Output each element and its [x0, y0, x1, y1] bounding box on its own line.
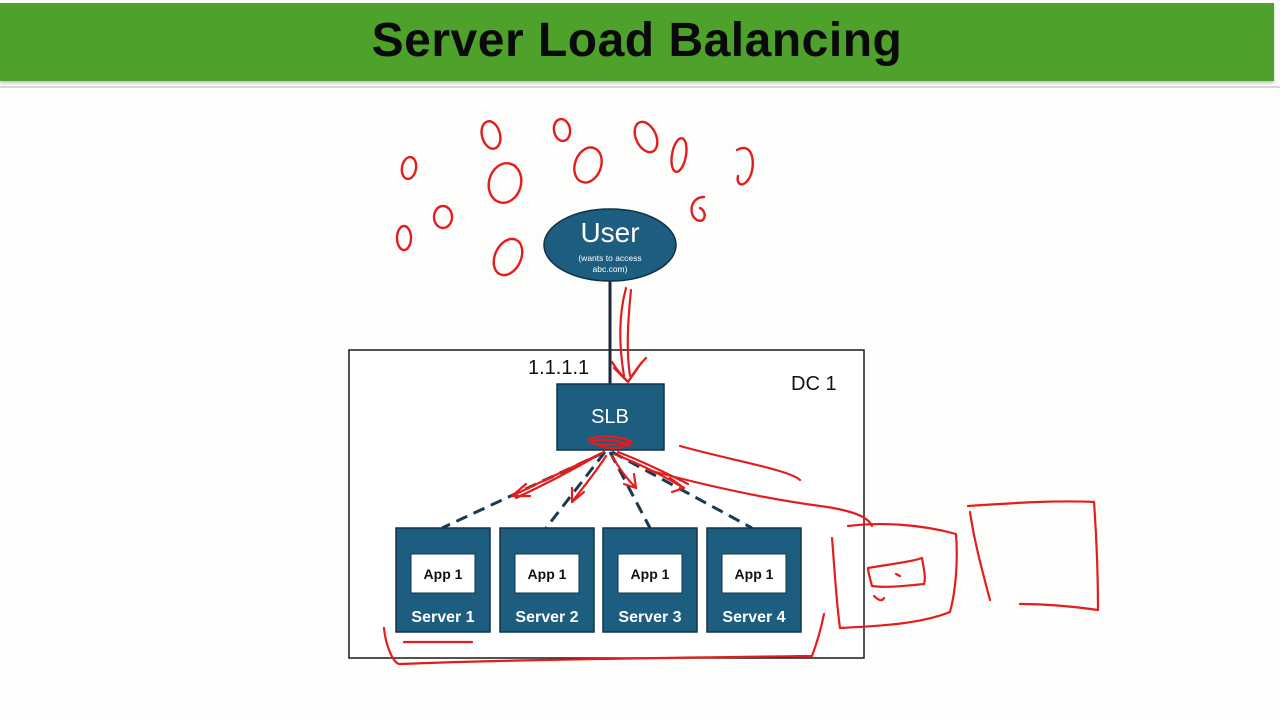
user-sublabel-2: abc.com)	[593, 264, 628, 274]
server-node-3: App 1 Server 3	[602, 527, 698, 633]
app-box	[721, 553, 787, 594]
server-node-2: App 1 Server 2	[499, 527, 595, 633]
app-box	[514, 553, 580, 594]
server-label: Server 1	[411, 609, 474, 626]
app-box	[410, 553, 476, 594]
annotation-second-datacenter	[830, 500, 1100, 630]
server-node-1: App 1 Server 1	[395, 527, 491, 633]
user-label: User	[580, 217, 639, 248]
page-title: Server Load Balancing	[371, 13, 903, 67]
slb-label: SLB	[591, 406, 629, 428]
user-node: User (wants to access abc.com)	[543, 208, 677, 282]
server-label: Server 4	[722, 609, 785, 626]
annotation-traffic-arrows	[382, 286, 874, 666]
server-node-4: App 1 Server 4	[706, 527, 802, 633]
title-bar: Server Load Balancing	[0, 3, 1274, 81]
user-sublabel-1: (wants to access	[578, 253, 641, 263]
server-label: Server 2	[515, 609, 578, 626]
annotation-user-scribbles	[395, 117, 754, 277]
slb-node: SLB	[556, 383, 665, 451]
server-label: Server 3	[618, 609, 681, 626]
app-box	[617, 553, 683, 594]
app-label: App 1	[735, 566, 774, 582]
app-label: App 1	[424, 566, 463, 582]
datacenter-label: DC 1	[791, 373, 837, 395]
app-label: App 1	[528, 566, 567, 582]
title-divider	[0, 86, 1280, 88]
ip-label: 1.1.1.1	[528, 357, 589, 379]
app-label: App 1	[631, 566, 670, 582]
